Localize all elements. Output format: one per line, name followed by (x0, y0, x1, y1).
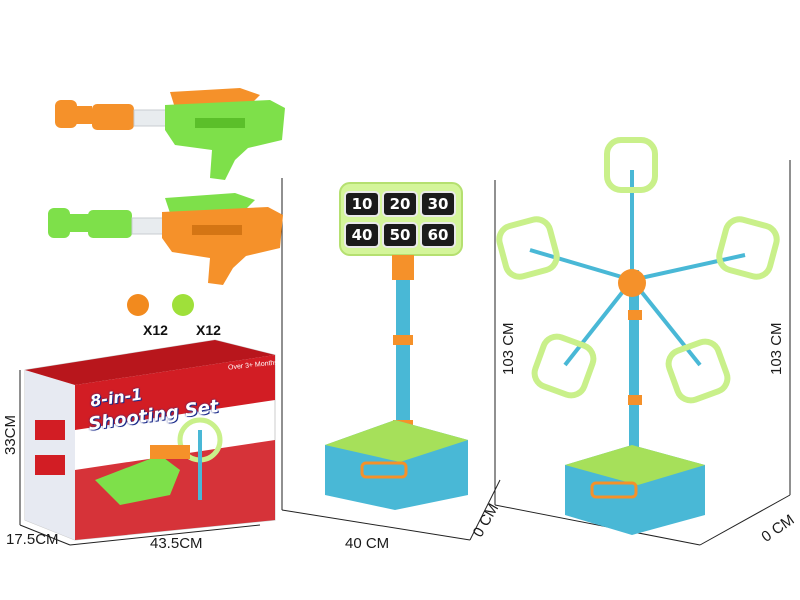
green-ball-count: X12 (196, 322, 221, 338)
dimension-lines (19, 160, 791, 546)
orange-ball (127, 294, 149, 316)
dim-box-depth: 17.5CM (6, 531, 59, 548)
dim-board-height: 103 CM (500, 322, 517, 375)
dim-wheel-height: 103 CM (768, 322, 785, 375)
dim-board-base: 40 CM (345, 535, 390, 552)
score-30: 30 (420, 191, 456, 217)
toy-gun-green (55, 88, 285, 180)
score-40: 40 (344, 222, 380, 248)
score-60: 60 (420, 222, 456, 248)
rotating-ring-target (496, 137, 780, 535)
dim-box-height: 33CM (2, 414, 19, 455)
score-10: 10 (344, 191, 380, 217)
orange-ball-count: X12 (143, 322, 168, 338)
dim-box-width: 43.5CM (150, 535, 203, 552)
green-ball (172, 294, 194, 316)
score-20: 20 (382, 191, 418, 217)
score-50: 50 (382, 222, 418, 248)
toy-gun-orange (48, 193, 283, 285)
retail-box (24, 339, 276, 541)
